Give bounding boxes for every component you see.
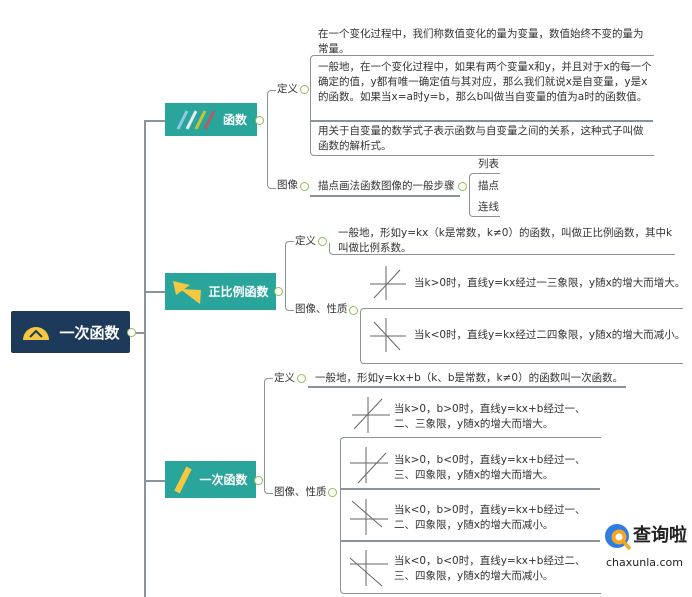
definition-text: 一般地，形如y=kx+b（k、b是常数，k≠0）的函数叫一次函数。 — [315, 372, 624, 384]
branch-proportional[interactable]: 正比例函数 — [165, 273, 276, 310]
graph-k-pos-b-neg-icon — [350, 447, 388, 484]
pencils-icon — [176, 109, 216, 130]
bracket — [310, 55, 654, 156]
bracket — [285, 241, 294, 311]
trunk-line — [144, 120, 146, 597]
branch-label: 正比例函数 — [208, 285, 269, 299]
props-label: 图像、性质 — [274, 486, 327, 498]
protractor-icon — [23, 327, 50, 340]
collapse-toggle[interactable] — [254, 476, 263, 485]
collapse-toggle[interactable] — [318, 237, 327, 246]
property-text: 当k<0时，直线y=kx经过二四象限，y随x的增大而减小。 — [414, 329, 686, 341]
collapse-toggle[interactable] — [458, 182, 467, 191]
watermark-domain: chaxunla.com — [606, 556, 683, 569]
divider — [340, 488, 600, 490]
definition-text: 一般地，形如y=kx（k是常数，k≠0）的函数，叫做正比例函数，其中k叫做比例系… — [338, 227, 673, 254]
graph-k-neg-b-neg-icon — [349, 550, 388, 587]
set-square-icon — [173, 280, 202, 304]
connector — [145, 291, 165, 293]
graph-label: 图像 — [277, 179, 298, 191]
step-item: 描点 — [478, 180, 499, 192]
definition-label: 定义 — [277, 83, 298, 95]
connector — [130, 332, 145, 334]
definition-text: 在一个变化过程中，我们称数值变化的量为变量，数值始终不变的量为常量。 — [318, 28, 644, 55]
bracket — [340, 437, 601, 594]
branch-linear[interactable]: 一次函数 — [165, 461, 256, 498]
property-text: 当k<0，b>0时，直线y=kx+b经过一、二、四象限，y随x的增大而减小。 — [394, 504, 586, 531]
graph-k-pos-b-pos-icon — [352, 397, 390, 433]
watermark: 查询啦 chaxunla.com — [604, 520, 690, 580]
collapse-toggle[interactable] — [274, 287, 283, 296]
ruler-icon — [174, 466, 193, 493]
property-text: 当k<0，b<0时，直线y=kx+b经过二、三、四象限，y随x的增大而减小。 — [394, 555, 586, 582]
collapse-toggle[interactable] — [349, 306, 358, 315]
collapse-toggle[interactable] — [255, 116, 264, 125]
step-item: 连线 — [478, 201, 499, 213]
bracket — [469, 173, 500, 217]
props-label: 图像、性质 — [295, 303, 348, 315]
branch-label: 函数 — [222, 113, 247, 127]
watermark-brand: 查询啦 — [633, 525, 687, 546]
graph-positive-k-icon — [370, 266, 406, 300]
graph-text: 描点画法函数图像的一般步骤 — [318, 180, 455, 192]
property-text: 当k>0，b<0时，直线y=kx+b经过一、三、四象限，y随x的增大而增大。 — [394, 454, 586, 481]
collapse-toggle[interactable] — [297, 374, 306, 383]
root-node[interactable]: 一次函数 — [11, 311, 130, 353]
underline — [329, 243, 675, 255]
definition-text: 一般地，在一个变化过程中，如果有两个变量x和y，并且对于x的每一个确定的值，y都… — [318, 61, 652, 103]
search-logo-icon — [605, 524, 632, 551]
property-text: 当k>0时，直线y=kx经过一三象限，y随x的增大而增大。 — [414, 277, 686, 289]
collapse-toggle[interactable] — [300, 85, 309, 94]
collapse-toggle[interactable] — [328, 488, 337, 497]
divider — [310, 120, 653, 122]
bracket — [360, 308, 683, 364]
connector — [145, 480, 165, 482]
definition-text: 用关于自变量的数学式子表示函数与自变量之间的关系，这种式子叫做函数的解析式。 — [318, 125, 644, 152]
collapse-toggle[interactable] — [300, 182, 309, 191]
root-label: 一次函数 — [59, 323, 120, 342]
property-text: 当k>0，b>0时，直线y=kx+b经过一、二、三象限，y随x的增大而增大。 — [394, 403, 586, 430]
branch-function[interactable]: 函数 — [165, 103, 257, 136]
branch-label: 一次函数 — [199, 473, 248, 487]
collapse-toggle[interactable] — [127, 328, 136, 337]
bracket — [264, 378, 273, 494]
graph-k-neg-b-pos-icon — [350, 499, 388, 535]
divider — [340, 540, 600, 542]
graph-negative-k-icon — [370, 318, 406, 352]
bracket — [267, 90, 276, 189]
definition-label: 定义 — [274, 372, 295, 384]
underline — [308, 386, 626, 388]
underline — [310, 195, 460, 197]
connector — [145, 120, 165, 122]
definition-label: 定义 — [295, 235, 316, 247]
step-item: 列表 — [478, 158, 499, 170]
